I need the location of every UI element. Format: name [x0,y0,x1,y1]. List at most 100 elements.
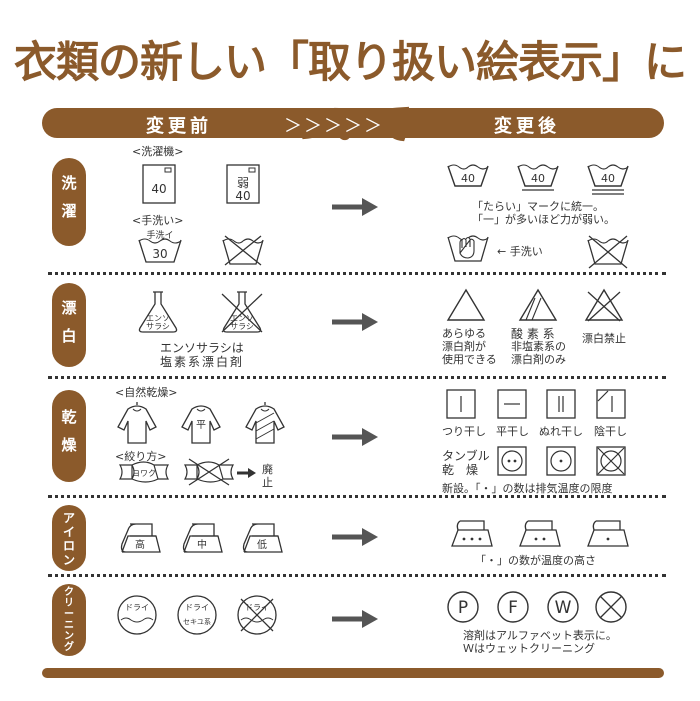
svg-text:ドライ: ドライ [245,603,269,612]
abolish-text-1: 廃 [262,463,273,476]
svg-text:サラシ: サラシ [146,322,170,331]
hand-wash-icon [446,231,490,263]
shade-dry-label: 陰干し [594,425,627,438]
wet-clean-w-icon: W [546,590,580,624]
flat-dry-icon [497,389,527,419]
dry-clean-icon: ドライ [116,594,158,636]
bleach-oxy-note-1: 酸 素 系 [511,327,555,341]
no-wring-icon [183,457,235,487]
no-wash-new-icon [586,234,630,270]
category-char: 白 [61,327,77,345]
arrow-icon [332,610,378,628]
category-char: ー [64,609,74,620]
iron-high-new-icon [446,518,494,548]
tumble-label-2: 乾 燥 [442,463,479,477]
svg-text:40: 40 [461,172,475,185]
line-dry-label: つり干し [442,425,486,438]
svg-text:40: 40 [151,182,166,196]
bleach-old-note-2: 塩素系漂白剤 [160,355,245,369]
svg-text:弱: 弱 [237,176,249,190]
line-dry-icon [446,389,476,419]
svg-text:W: W [555,598,572,618]
dry-clean-f-icon: F [496,590,530,624]
tumble-note: 新設。「・」の数は排気温度の限度 [442,482,613,495]
wring-label: <絞り方> [115,450,167,463]
category-dry: 乾 燥 [52,390,86,482]
svg-text:ドライ: ドライ [125,603,149,612]
category-cleaning: ク リ ー ニ ン グ [52,584,86,656]
svg-text:セキユ系: セキユ系 [183,617,211,626]
iron-note: 「・」の数が温度の高さ [475,554,596,567]
no-dry-clean-icon: ドライ [236,594,278,636]
iron-medium-icon: 中 [178,520,224,554]
svg-text:低: 低 [257,538,267,551]
header-after: 変更後 [494,116,560,137]
iron-medium-new-icon [514,518,562,548]
separator [48,376,666,379]
category-char: グ [64,642,74,653]
wet-dry-label: ぬれ干し [539,425,583,438]
tumble-label-1: タンブル [442,449,490,463]
svg-text:サラシ: サラシ [230,322,254,331]
tumble-dry-high-icon [497,446,527,476]
bleach-any-note-2: 漂白剤が [442,340,486,353]
svg-text:F: F [508,598,518,618]
svg-text:ドライ: ドライ [185,603,209,612]
arrow-icon [332,528,378,546]
flat-dry-shirt-icon: 平 [180,401,222,445]
small-arrow-icon [237,468,256,478]
category-char: リ [64,598,74,609]
bleach-none-note: 漂白禁止 [582,332,626,345]
header-bar: 変更前 ＞＞＞＞＞ 変更後 [42,108,664,138]
bleach-old-note-1: エンソサラシは [160,341,244,355]
iron-low-new-icon [582,518,630,548]
svg-text:40: 40 [601,172,615,185]
category-char: ク [64,587,74,598]
svg-text:中: 中 [197,538,207,551]
no-wash-icon [221,234,265,266]
hang-dry-shirt-icon [116,401,158,445]
wash-note-2: 「一」が多いほど力が弱い。 [472,213,615,226]
category-char: ン [62,553,75,567]
hand-wash-label: <手洗い> [132,214,184,227]
chlorine-bleach-ok-icon: エンソサラシ [136,290,180,334]
category-char: 洗 [61,174,77,192]
category-char: ニ [64,620,74,631]
svg-text:エンソ: エンソ [146,314,170,323]
header-before: 変更前 [146,116,212,137]
category-bleach: 漂 白 [52,283,86,367]
machine-wash-label: <洗濯機> [132,145,184,158]
arrow-icon [332,198,378,216]
svg-text:40: 40 [235,189,250,203]
footer-bar [42,668,664,678]
drip-dry-icon [546,389,576,419]
chlorine-bleach-no-icon: エンソサラシ [220,290,264,334]
iron-low-icon: 低 [238,520,284,554]
bleach-any-note-3: 使用できる [442,353,497,366]
wash-40-mild-icon: 40 [516,160,560,192]
no-cleaning-icon [594,590,628,624]
natural-dry-label: <自然乾燥> [115,386,178,399]
no-tumble-dry-icon [596,446,626,476]
svg-text:高: 高 [135,538,145,551]
bleach-any-note-1: あらゆる [442,327,486,340]
bleach-any-icon [446,288,486,322]
machine-wash-40-icon: 40 [142,164,176,204]
iron-high-icon: 高 [116,520,162,554]
wash-40-very-mild-icon: 40 [586,160,630,196]
svg-text:30: 30 [152,247,167,261]
hand-wash-new-label: ← 手洗い [497,245,543,258]
arrow-icon [332,313,378,331]
dry-clean-petroleum-icon: ドライセキユ系 [176,594,218,636]
category-char: 濯 [61,202,77,220]
svg-text:ヨワク: ヨワク [132,469,156,478]
svg-text:エンソ: エンソ [230,314,254,323]
svg-text:40: 40 [531,172,545,185]
bleach-prohibited-icon [584,288,624,322]
bleach-oxy-note-2: 非塩素系の [511,340,566,353]
category-char: 燥 [61,436,77,454]
wash-note-1: 「たらい」マークに統一。 [472,200,604,213]
category-char: 乾 [61,408,77,426]
shade-line-dry-icon [596,389,626,419]
